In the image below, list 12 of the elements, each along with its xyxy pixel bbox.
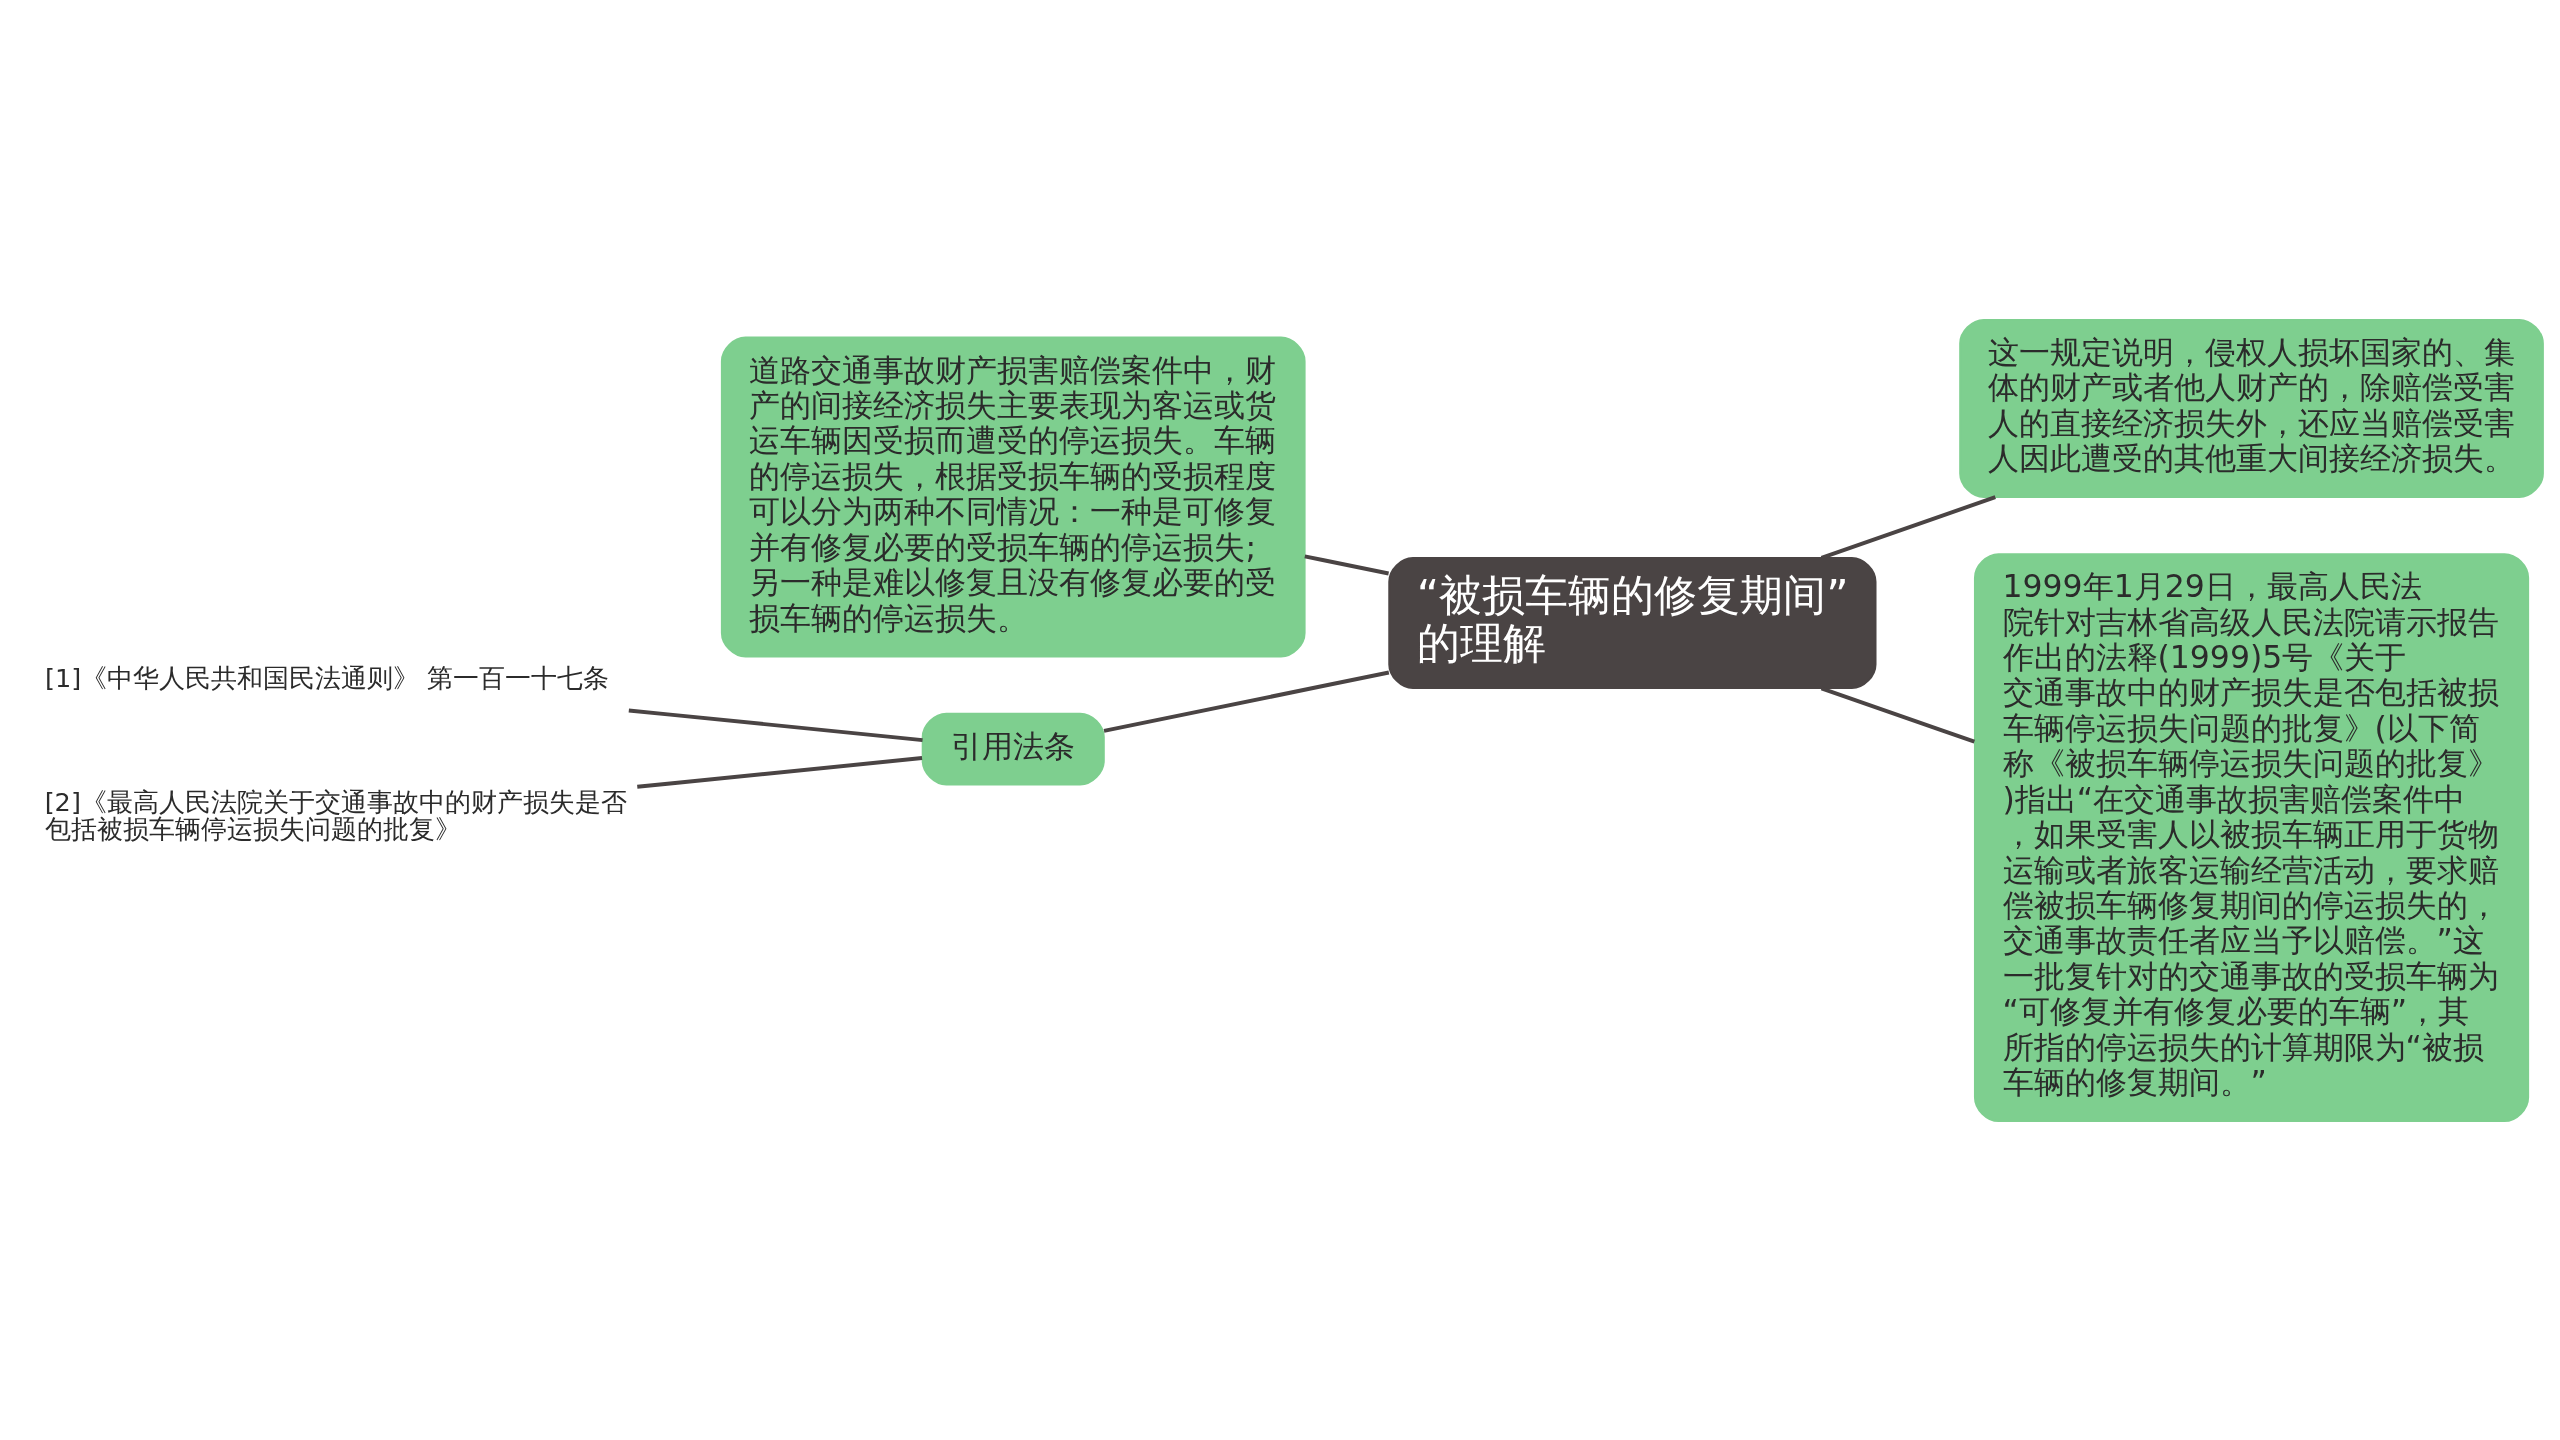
node-box: 1999年1月29日，最高人民法院针对吉林省高级人民法院请示报告作出的法释(1999)5号《关于交通事故中的财产损失是否包括被损车辆停运损失问题的批复》(以下简称《被损车辆停运损失问题的批复》)指出“在交通事故损害赔偿案件中，如果受害人以被损车辆正用于货物运输或者旅客运输经营活动，要求赔偿被损车辆修复期间的停运损失的，交通事故责任者应当予以赔偿。”这一批复针对的交通事故的受损车辆为“可修复并有修复必要的车辆”，其所指的停运损失的计算期限为“被损车辆的修复期间。”	[1973, 552, 2530, 1122]
connector	[1304, 553, 1389, 575]
connector	[628, 707, 923, 742]
node-box: 引用法条	[921, 712, 1105, 785]
connector	[1820, 494, 1996, 560]
node-box: 这一规定说明，侵权人损坏国家的、集体的财产或者他人财产的，除赔偿受害人的直接经济损失外，还应当赔偿受害人因此遭受的其他重大间接经济损失。	[1959, 318, 2544, 498]
connector	[637, 755, 923, 789]
node-box: “被损车辆的修复期间”的理解	[1388, 556, 1877, 689]
node-box: 道路交通事故财产损害赔偿案件中，财产的间接经济损失主要表现为客运或货运车辆因受损而遭受的停运损失。车辆的停运损失，根据受损车辆的受损程度可以分为两种不同情况：一种是可修复并有修复必要的受损车辆的停运损失;另一种是难以修复且没有修复必要的受损车辆的停运损失。	[720, 336, 1306, 657]
node-text: [1]《中华人民共和国民法通则》 第一百一十七条	[44, 662, 610, 693]
connector	[1103, 670, 1390, 733]
node-text: [2]《最高人民法院关于交通事故中的财产损失是否包括被损车辆停运损失问题的批复》	[44, 786, 627, 844]
